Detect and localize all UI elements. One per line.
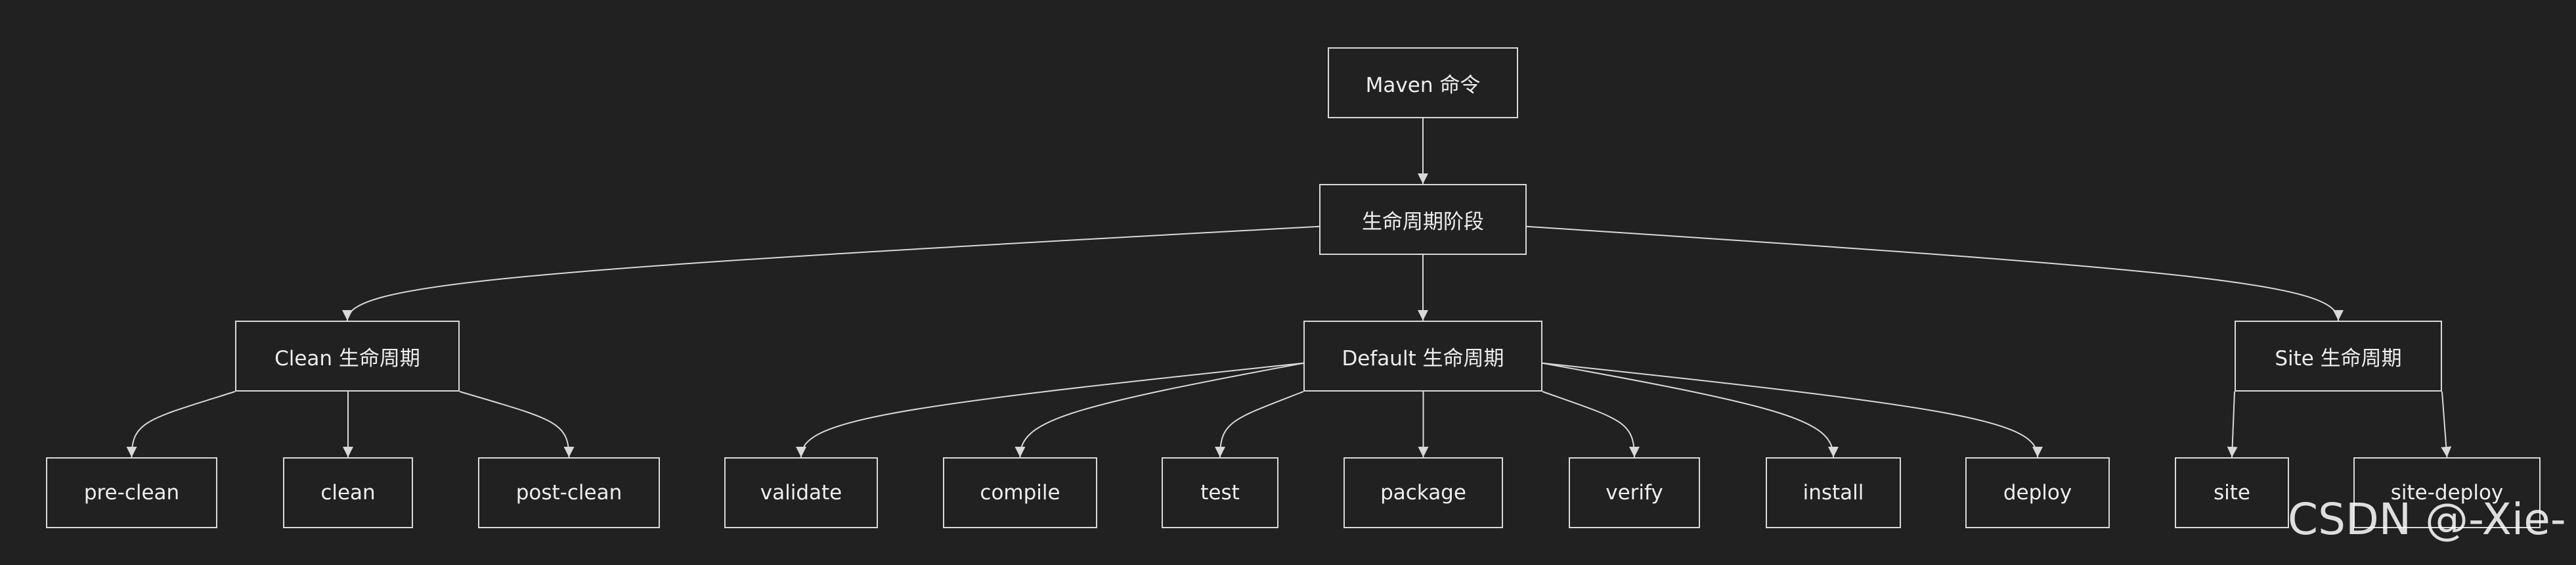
node-pre-clean: pre-clean	[46, 457, 217, 528]
edge-default-to-verify	[1542, 391, 1640, 458]
node-post-clean: post-clean	[478, 457, 660, 528]
edge-default-to-deploy	[1542, 362, 2043, 458]
edge-default-to-compile	[1015, 362, 1304, 458]
edge-phase-to-clean	[342, 225, 1320, 321]
node-deploy: deploy	[1965, 457, 2110, 528]
edge-default-to-test	[1215, 391, 1304, 458]
node-default-lifecycle: Default 生命周期	[1303, 321, 1542, 392]
node-install: install	[1766, 457, 1901, 528]
edge-phase-to-site	[1526, 225, 2344, 321]
edge-site-to-site-phase	[2227, 391, 2238, 458]
node-clean: clean	[283, 457, 413, 528]
node-site-deploy: site-deploy	[2353, 457, 2541, 528]
edge-clean-to-pre-clean	[126, 391, 236, 458]
node-site-lifecycle: Site 生命周期	[2235, 321, 2442, 392]
node-clean-lifecycle: Clean 生命周期	[235, 321, 460, 392]
node-validate: validate	[724, 457, 878, 528]
node-site: site	[2175, 457, 2289, 528]
node-compile: compile	[943, 457, 1097, 528]
edge-site-to-site-deploy	[2441, 391, 2452, 458]
edge-clean-to-post-clean	[459, 391, 575, 458]
node-package: package	[1343, 457, 1503, 528]
node-lifecycle-phase: 生命周期阶段	[1319, 184, 1527, 255]
node-verify: verify	[1569, 457, 1700, 528]
node-maven-command: Maven 命令	[1328, 47, 1518, 118]
watermark: CSDN @-Xie-	[2288, 494, 2566, 545]
edge-default-to-validate	[796, 362, 1304, 458]
edge-default-to-install	[1542, 362, 1839, 458]
node-test: test	[1162, 457, 1278, 528]
